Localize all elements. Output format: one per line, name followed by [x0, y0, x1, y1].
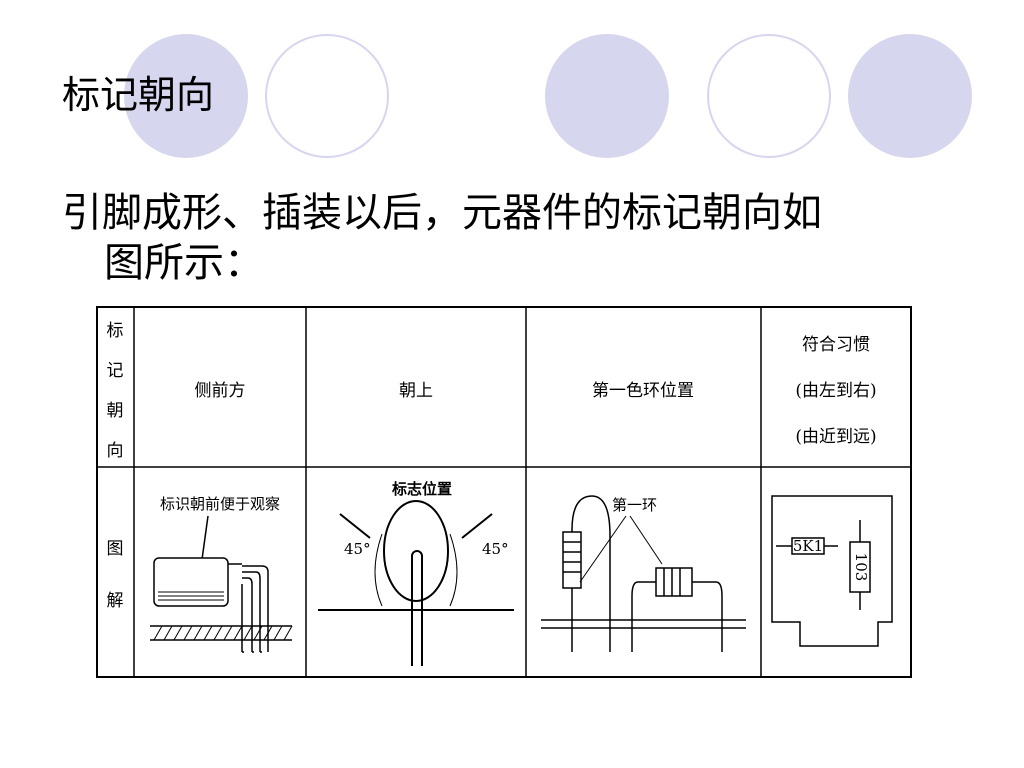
body-line-1: 引脚成形、插装以后，元器件的标记朝向如	[62, 190, 822, 236]
table-grid	[96, 306, 912, 678]
col-header-habit-line2: (由左到右)	[795, 381, 876, 401]
diagram-first-band-label: 第一环	[612, 496, 657, 514]
diagram-up-label: 标志位置	[391, 480, 452, 498]
col-header-habit-line1: 符合习惯	[802, 335, 870, 355]
decor-circle-filled-1	[124, 34, 248, 158]
row-header-1-char-1: 标	[107, 321, 124, 341]
diagram-side-front-label: 标识朝前便于观察	[160, 495, 280, 513]
diagram-up: 标志位置 45° 45°	[318, 480, 514, 666]
decor-circle-ring-1	[265, 34, 389, 158]
slide-title: 标记朝向	[62, 73, 215, 117]
diagram-habit: 5K1 103	[771, 495, 893, 647]
diagram-first-band: 第一环	[541, 495, 746, 652]
row-header-2-char-2: 解	[107, 591, 124, 611]
resistor-v-label: 103	[852, 553, 870, 582]
body-line-2: 图所示：	[104, 240, 264, 286]
row-header-2-char-1: 图	[107, 539, 124, 559]
decor-circle-filled-2	[545, 34, 669, 158]
angle-left-label: 45°	[344, 540, 371, 558]
diagram-side-front: 标识朝前便于观察	[150, 495, 293, 653]
row-header-1-char-2: 记	[107, 361, 124, 381]
col-header-side-front: 侧前方	[195, 381, 246, 401]
col-header-first-band: 第一色环位置	[592, 381, 694, 401]
col-header-up: 朝上	[399, 381, 433, 401]
angle-right-label: 45°	[482, 540, 509, 558]
orientation-table-svg: 标 记 朝 向 图 解 侧前方 朝上 第一色环位置 符合习惯 (由左到右) (由…	[96, 306, 912, 678]
decor-circle-ring-2	[707, 34, 831, 158]
col-header-habit-line3: (由近到远)	[795, 427, 876, 447]
slide-body-text: 引脚成形、插装以后，元器件的标记朝向如 图所示：	[62, 188, 962, 288]
orientation-table: 标 记 朝 向 图 解 侧前方 朝上 第一色环位置 符合习惯 (由左到右) (由…	[96, 306, 912, 678]
row-header-1-char-3: 朝	[107, 401, 124, 421]
row-header-1-char-4: 向	[107, 441, 124, 461]
resistor-h-label: 5K1	[793, 537, 823, 555]
decor-circle-filled-3	[848, 34, 972, 158]
